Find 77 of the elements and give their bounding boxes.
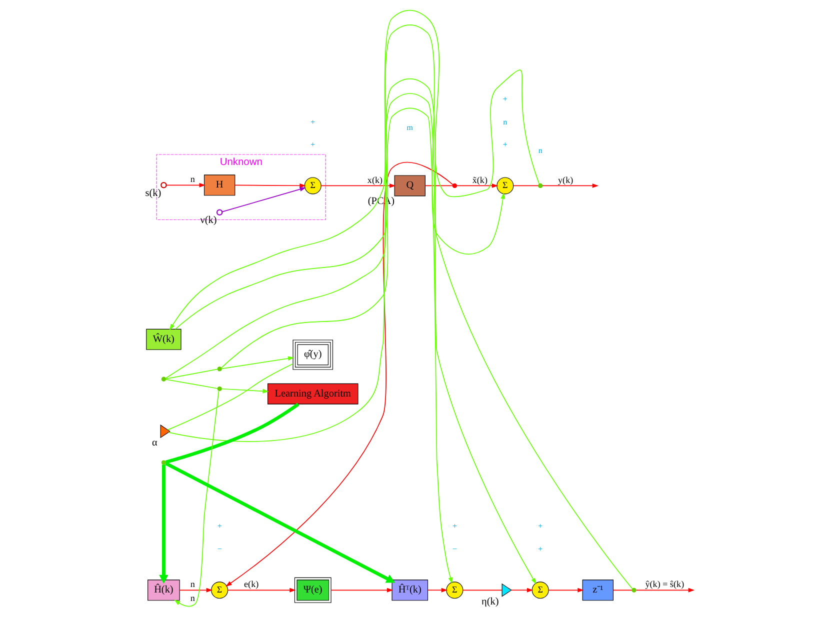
edge-label: e(k): [244, 579, 258, 590]
edge-label: x̃(k): [472, 174, 487, 185]
label: n: [502, 117, 507, 126]
arrow: [548, 588, 584, 592]
node-dot: [160, 460, 166, 465]
node-label: η(k): [481, 596, 498, 608]
arrow: [221, 187, 306, 212]
node-box: Ŵ(k): [146, 328, 181, 350]
arrow: [174, 390, 219, 607]
arrow: [330, 588, 393, 592]
connector: [462, 590, 502, 591]
node-dot: [631, 588, 636, 592]
arrow: [456, 184, 498, 188]
arrow: [164, 462, 395, 583]
arrow: [165, 182, 205, 188]
arrow: [320, 184, 396, 188]
node-dot: [216, 386, 222, 392]
arrow: [220, 356, 294, 370]
connector: [164, 378, 218, 389]
arrow: [427, 588, 448, 592]
label: m: [406, 122, 412, 132]
node-circle: Σ: [210, 582, 228, 599]
edge-label: n: [190, 592, 194, 603]
label: +: [310, 117, 315, 126]
label: +: [502, 94, 507, 104]
label: −: [452, 544, 456, 554]
connector: [164, 402, 299, 464]
edge-label: ŷ(k) = ŝ(k): [644, 579, 684, 590]
connector: [424, 185, 452, 186]
node-box: Learning Algoritm: [267, 383, 358, 404]
node-box: Q: [394, 175, 425, 196]
arrow: [510, 588, 533, 592]
label: +: [216, 522, 222, 531]
arrow: [234, 183, 306, 188]
node-triangle: [501, 583, 512, 597]
node-dot: [452, 183, 457, 188]
arrow: [158, 464, 168, 584]
node-box: z⁻¹: [582, 580, 614, 601]
arrow: [542, 184, 598, 188]
node-circle: [216, 209, 222, 216]
connector: [612, 590, 632, 591]
connector: [166, 363, 293, 430]
label: +: [538, 522, 542, 531]
node-box: H: [203, 174, 235, 196]
arrow: [168, 108, 452, 584]
edge-label: n: [190, 579, 194, 590]
label: +: [310, 140, 315, 149]
node-circle: Σ: [531, 582, 548, 599]
connector: [512, 185, 538, 186]
label: −: [216, 544, 222, 554]
node-box: Ĥᵀ(k): [391, 580, 428, 601]
connector: [164, 78, 632, 590]
node-box: Ĥ(k): [147, 580, 180, 601]
label: n: [538, 146, 542, 156]
node-dot: [160, 376, 166, 382]
label: +: [452, 522, 456, 531]
node-circle: Σ: [304, 177, 321, 194]
connector: [164, 368, 218, 380]
edge-label: y(k): [558, 174, 573, 185]
label: +: [502, 140, 507, 149]
node-label: s(k): [144, 188, 161, 199]
label: +: [538, 544, 542, 554]
node-label: α: [151, 438, 157, 449]
edge-label: x(k): [366, 174, 382, 185]
node-triangle: [160, 424, 170, 438]
arrow: [178, 588, 212, 592]
node-dot: [538, 183, 542, 188]
node-circle: Σ: [496, 177, 514, 194]
edge-label: n: [190, 174, 194, 184]
arrow: [225, 162, 453, 587]
node-dot: [216, 366, 222, 372]
node-circle: [160, 182, 166, 188]
arrow: [635, 588, 694, 592]
arrow: [220, 93, 536, 584]
arrow: [220, 388, 268, 394]
node-circle: Σ: [446, 582, 463, 599]
arrow: [226, 588, 296, 592]
